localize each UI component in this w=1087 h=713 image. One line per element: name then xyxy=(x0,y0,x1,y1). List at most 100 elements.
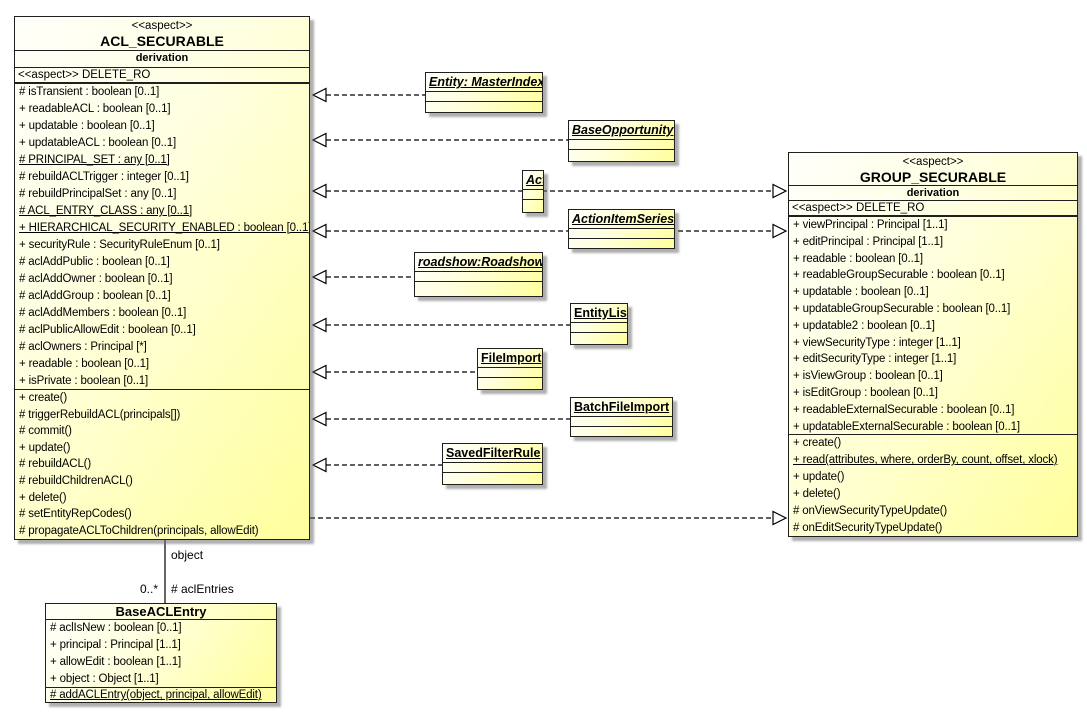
operations-compartment: # addACLEntry(object, principal, allowEd… xyxy=(46,688,276,702)
operation-row: + update() xyxy=(19,441,71,454)
attribute-row: + readableGroupSecurable : boolean [0..1… xyxy=(793,269,1005,282)
attribute-row: # aclIsNew : boolean [0..1] xyxy=(50,622,182,634)
operation-row: + delete() xyxy=(19,491,67,504)
operation-row: # onViewSecurityTypeUpdate() xyxy=(793,505,948,517)
attribute-row: + viewPrincipal : Principal [1..1] xyxy=(793,219,948,231)
class-name: BaseACLEntry xyxy=(46,604,276,620)
association-role-object: object xyxy=(171,548,204,562)
class-group-securable[interactable]: <<aspect>> GROUP_SECURABLE derivation <<… xyxy=(788,152,1078,537)
realization-savedfilterrule-to-acl xyxy=(311,457,442,473)
operations-compartment-empty xyxy=(571,333,627,344)
stereotype-label: <<aspect>> xyxy=(131,20,193,32)
attributes-compartment-empty xyxy=(571,323,627,333)
operation-row: # commit() xyxy=(19,425,72,438)
attribute-row: + isEditGroup : boolean [0..1] xyxy=(793,386,938,399)
attributes-compartment-empty xyxy=(523,190,543,200)
stereotype-label: <<aspect>> xyxy=(902,156,964,168)
attribute-row: # rebuildACLTrigger : integer [0..1] xyxy=(19,171,189,183)
attribute-row: # PRINCIPAL_SET : any [0..1] xyxy=(19,154,170,166)
attribute-row: + isPrivate : boolean [0..1] xyxy=(19,375,149,387)
attributes-compartment-empty xyxy=(415,272,542,282)
association-role-aclentries: # aclEntries xyxy=(171,582,234,596)
attribute-row: # rebuildPrincipalSet : any [0..1] xyxy=(19,188,177,200)
attribute-row: + updatableACL : boolean [0..1] xyxy=(19,137,177,149)
attributes-compartment-empty xyxy=(443,463,542,473)
operation-row: + create() xyxy=(19,392,68,404)
operation-row: # rebuildACL() xyxy=(19,458,92,471)
attribute-row: + viewSecurityType : integer [1..1] xyxy=(793,336,961,349)
attribute-row: + updatable : boolean [0..1] xyxy=(793,286,929,299)
class-act[interactable]: Act xyxy=(522,170,544,213)
class-name: roadshow:Roadshow xyxy=(415,253,542,272)
class-header: <<aspect>> GROUP_SECURABLE xyxy=(789,153,1077,186)
realization-roadshow-to-acl xyxy=(311,269,414,285)
operation-row: + create() xyxy=(793,437,842,449)
operation-row: # addACLEntry(object, principal, allowEd… xyxy=(50,689,262,701)
class-entitylist[interactable]: EntityList xyxy=(570,303,628,345)
attribute-row: + principal : Principal [1..1] xyxy=(50,639,181,651)
attribute-row: # isTransient : boolean [0..1] xyxy=(19,86,160,98)
class-name: SavedFilterRule xyxy=(443,444,542,463)
class-entity-masterindex[interactable]: Entity: MasterIndex xyxy=(425,72,543,113)
class-baseaclentry[interactable]: BaseACLEntry # aclIsNew : boolean [0..1]… xyxy=(45,603,277,703)
attribute-row: + isViewGroup : boolean [0..1] xyxy=(793,370,943,383)
attribute-row: + updatable2 : boolean [0..1] xyxy=(793,319,935,332)
attribute-row: # aclAddOwner : boolean [0..1] xyxy=(19,273,173,285)
attribute-row: + readable : boolean [0..1] xyxy=(793,252,923,265)
class-baseopportunity[interactable]: BaseOpportunity xyxy=(568,120,675,162)
substereotype-compartment: <<aspect>> DELETE_RO xyxy=(789,201,1077,217)
realization-actionitemseries-to-acl-and-group xyxy=(311,223,788,239)
realization-act-to-acl-and-group xyxy=(311,183,788,199)
class-header: <<aspect>> ACL_SECURABLE xyxy=(15,17,309,51)
class-actionitemseries[interactable]: ActionItemSeries xyxy=(568,209,675,249)
attribute-row: + updatableGroupSecurable : boolean [0..… xyxy=(793,302,1011,315)
operation-row: # rebuildChildrenACL() xyxy=(19,474,133,487)
realization-baseopportunity-to-acl xyxy=(311,132,568,148)
class-name: BatchFileImport xyxy=(571,398,672,417)
realization-masterindex-to-acl xyxy=(311,87,425,103)
attributes-compartment: # aclIsNew : boolean [0..1] + principal :… xyxy=(46,620,276,688)
operation-row: # propagateACLToChildren(principals, all… xyxy=(19,524,259,537)
operations-compartment-empty xyxy=(443,473,542,484)
attributes-compartment-empty xyxy=(569,229,674,239)
class-name: FileImport xyxy=(478,349,542,368)
operations-compartment-empty xyxy=(571,427,672,436)
attribute-row: # aclOwners : Principal [*] xyxy=(19,341,147,353)
operation-row: + read(attributes, where, orderBy, count… xyxy=(793,454,1058,466)
operations-compartment: + create()# triggerRebuildACL(principals… xyxy=(15,390,309,539)
attribute-row: + object : Object [1..1] xyxy=(50,673,159,685)
class-name: EntityList xyxy=(571,304,627,323)
operations-compartment-empty xyxy=(426,102,542,112)
derivation-compartment: derivation xyxy=(15,51,309,68)
class-name: ActionItemSeries xyxy=(569,210,674,229)
attributes-compartment: + viewPrincipal : Principal [1..1] + edit… xyxy=(789,217,1077,435)
class-batchfileimport[interactable]: BatchFileImport xyxy=(570,397,673,437)
attribute-row: + editSecurityType : integer [1..1] xyxy=(793,353,957,366)
class-roadshow[interactable]: roadshow:Roadshow xyxy=(414,252,543,297)
class-name: Entity: MasterIndex xyxy=(426,73,542,92)
class-name: BaseOpportunity xyxy=(569,121,674,140)
operations-compartment-empty xyxy=(569,239,674,248)
realization-batchfileimport-to-acl xyxy=(311,411,570,427)
attributes-compartment-empty xyxy=(426,92,542,102)
realization-entitylist-to-acl xyxy=(311,317,570,333)
class-fileimport[interactable]: FileImport xyxy=(477,348,543,390)
attribute-row: + updatableExternalSecurable : boolean [… xyxy=(793,420,1020,433)
attribute-row: + allowEdit : boolean [1..1] xyxy=(50,656,182,668)
operations-compartment-empty xyxy=(569,150,674,161)
class-savedfilterrule[interactable]: SavedFilterRule xyxy=(442,443,543,485)
realization-fileimport-to-acl xyxy=(311,364,477,380)
operations-compartment-empty xyxy=(523,200,543,212)
attributes-compartment-empty xyxy=(478,368,542,378)
attribute-row: + editPrincipal : Principal [1..1] xyxy=(793,235,943,248)
operation-row: # setEntityRepCodes() xyxy=(19,508,132,521)
realization-acl-to-group xyxy=(310,510,788,526)
class-acl-securable[interactable]: <<aspect>> ACL_SECURABLE derivation <<as… xyxy=(14,16,310,540)
attribute-row: + readableExternalSecurable : boolean [0… xyxy=(793,403,1015,416)
attributes-compartment-empty xyxy=(571,417,672,427)
attribute-row: + updatable : boolean [0..1] xyxy=(19,120,155,132)
operation-row: # onEditSecurityTypeUpdate() xyxy=(793,522,943,534)
attribute-row: # aclPublicAllowEdit : boolean [0..1] xyxy=(19,324,196,336)
